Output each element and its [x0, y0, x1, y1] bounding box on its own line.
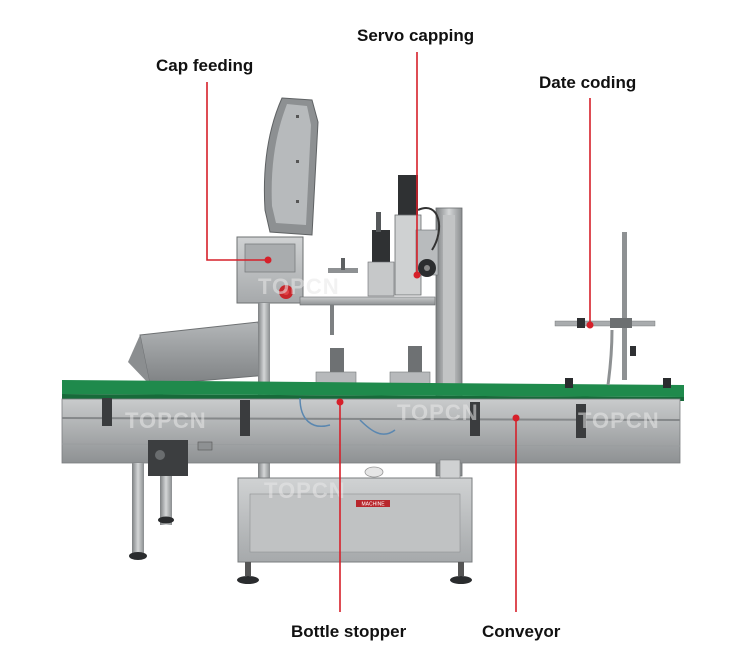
- label-servo-capping: Servo capping: [357, 26, 475, 45]
- dot-conveyor: [512, 414, 520, 422]
- leader-lines: [206, 52, 591, 612]
- brand-nameplate: [356, 500, 390, 507]
- drive-motor: [148, 440, 188, 476]
- dot-date-coding: [586, 321, 594, 329]
- dot-bottle-stopper: [336, 398, 344, 406]
- leader-dots: [264, 256, 594, 422]
- date-coder: [554, 232, 656, 386]
- nameplate-text: MACHINE: [361, 502, 385, 508]
- leader-cap-feeding: [206, 82, 268, 261]
- hopper-bin: [128, 321, 269, 386]
- servo-motor: [398, 175, 418, 217]
- dot-servo-capping: [413, 271, 421, 279]
- watermark-text: TOPCN: [397, 400, 479, 425]
- conveyor-belt: [61, 378, 684, 464]
- control-box: [236, 236, 304, 304]
- label-date-coding: Date coding: [539, 73, 637, 92]
- label-cap-feeding: Cap feeding: [156, 56, 254, 75]
- watermark-text: TOPCN: [578, 408, 660, 433]
- label-conveyor: Conveyor: [482, 622, 561, 641]
- conveyor-stand: [129, 440, 188, 560]
- cap-feeding-chute: [263, 97, 319, 236]
- label-bottle-stopper: Bottle stopper: [291, 622, 407, 641]
- watermark-text: TOPCN: [258, 274, 340, 299]
- watermark-text: TOPCN: [264, 478, 346, 503]
- watermark-text: TOPCN: [125, 408, 207, 433]
- capping-arm: [299, 258, 436, 335]
- dot-cap-feeding: [264, 256, 272, 264]
- machine-cabinet: MACHINE: [237, 397, 473, 584]
